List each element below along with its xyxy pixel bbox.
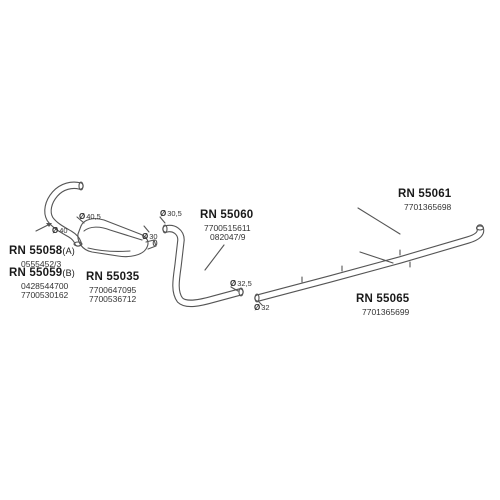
diameter-symbol: Ø: [254, 303, 261, 312]
diameter-label-32-5: Ø32,5: [230, 280, 252, 288]
part-reference: 7700647095: [89, 284, 137, 295]
part-variant: (B): [62, 268, 75, 278]
diameter-value: 30,5: [167, 209, 182, 218]
diameter-value: 30: [149, 232, 158, 241]
part-code: RN 55061: [398, 188, 452, 200]
part-reference: 7701365698: [404, 201, 452, 212]
part-code: RN 55060: [200, 209, 254, 221]
diameter-value: 32: [261, 303, 270, 312]
part-label-rn55065: RN 55065 7701365699: [356, 293, 410, 317]
diameter-symbol: Ø: [79, 212, 86, 221]
diameter-label-32: Ø32: [254, 304, 270, 312]
part-code: RN 55059: [9, 267, 63, 279]
rear-bend-pipe-rn55060: [162, 224, 244, 308]
diameter-value: 32,5: [237, 279, 252, 288]
diameter-symbol: Ø: [52, 226, 59, 235]
diameter-value: 40: [59, 226, 68, 235]
part-label-rn55058: RN 55058(A) 0555452/3: [9, 245, 75, 269]
part-reference: 0555452/3: [21, 258, 62, 269]
part-code: RN 55058: [9, 245, 63, 257]
diameter-label-40: Ø40: [52, 227, 68, 235]
part-label-rn55060: RN 55060 7700515611 082047/9: [200, 209, 254, 242]
leader-lines: [35, 207, 401, 306]
diameter-symbol: Ø: [142, 232, 149, 241]
front-pipe-rn55058: [44, 181, 84, 247]
diameter-value: 40,5: [86, 212, 101, 221]
intermediate-muffler-rn55059: [77, 218, 158, 258]
part-label-rn55035: RN 55035 7700647095 7700536712: [86, 271, 140, 304]
part-reference: 7700536712: [89, 294, 137, 304]
part-code: RN 55065: [356, 293, 410, 305]
diameter-label-30: Ø30: [142, 233, 158, 241]
diameter-symbol: Ø: [160, 209, 167, 218]
part-label-rn55061: RN 55061 7701365698: [398, 188, 452, 212]
tail-pipe-rn55061-rn55065: [254, 224, 485, 303]
part-variant: (A): [62, 246, 75, 256]
part-reference: 7700530162: [21, 290, 69, 300]
part-reference: 7700515611: [204, 222, 251, 233]
part-code: RN 55035: [86, 271, 140, 283]
part-reference: 0428544700: [21, 280, 69, 291]
diameter-symbol: Ø: [230, 279, 237, 288]
part-label-rn55059: RN 55059(B) 0428544700 7700530162: [9, 267, 75, 300]
part-reference: 7701365699: [362, 306, 410, 317]
diameter-label-30-5: Ø30,5: [160, 210, 182, 218]
part-reference: 082047/9: [210, 232, 246, 242]
diameter-label-40-5: Ø40,5: [79, 213, 101, 221]
